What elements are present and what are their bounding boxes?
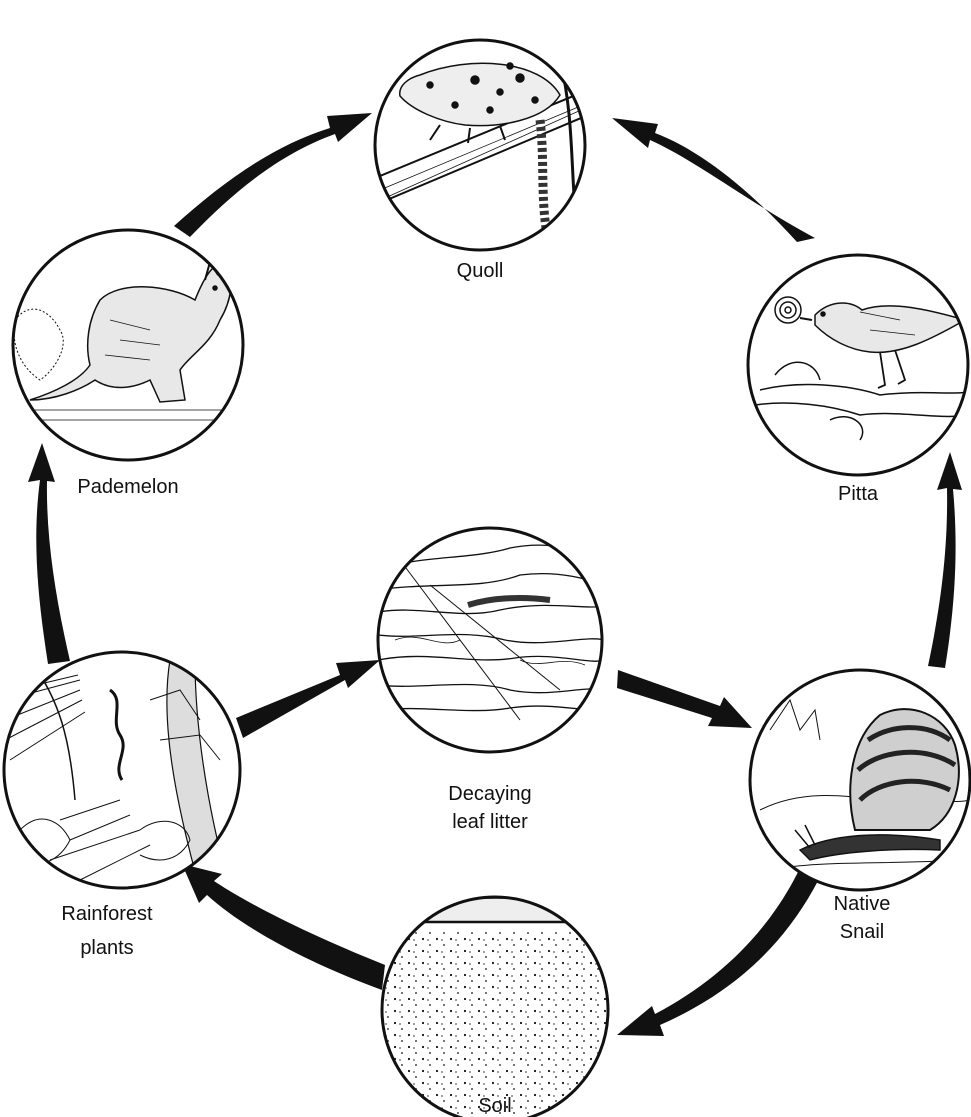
label-native-snail-line2: Snail <box>840 921 884 943</box>
soil-icon <box>382 897 612 1117</box>
label-quoll: Quoll <box>457 260 504 282</box>
quoll-icon <box>375 40 600 250</box>
snail-icon <box>750 670 970 890</box>
arrow-litter-to-snail <box>617 670 752 728</box>
label-pitta: Pitta <box>838 483 879 505</box>
arrow-plants-to-pademelon <box>28 443 70 664</box>
label-leaf-litter-line1: Decaying <box>448 783 531 805</box>
pademelon-icon <box>13 230 243 460</box>
arrow-plants-to-litter <box>236 660 380 738</box>
arrow-snail-to-pitta <box>928 452 962 668</box>
arrow-pademelon-to-quoll <box>174 113 372 237</box>
arrow-soil-to-plants <box>182 864 385 990</box>
label-pademelon: Pademelon <box>77 476 178 498</box>
leaf-litter-icon <box>378 528 605 752</box>
rainforest-plants-icon <box>4 652 240 890</box>
arrow-pitta-to-quoll <box>612 118 815 242</box>
label-rainforest-plants-line2: plants <box>80 937 133 959</box>
arrow-snail-to-soil <box>617 860 828 1036</box>
label-leaf-litter-line2: leaf litter <box>452 811 528 833</box>
pitta-bird-icon <box>748 255 970 475</box>
label-rainforest-plants-line1: Rainforest <box>61 903 153 925</box>
label-soil: Soil <box>478 1095 511 1117</box>
label-native-snail-line1: Native <box>834 893 891 915</box>
